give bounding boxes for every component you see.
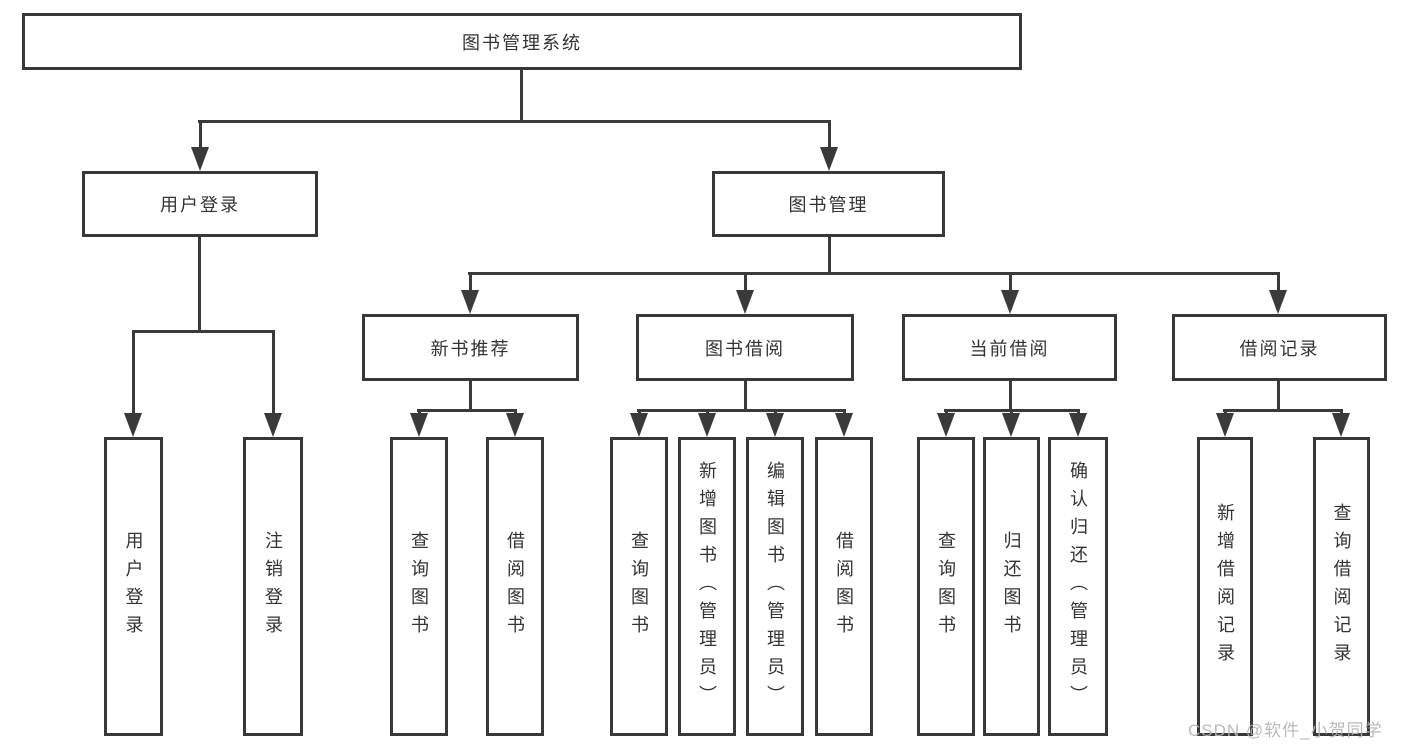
connector-vertical-line [1277,381,1280,409]
node-current-borrowing: 当前借阅 [902,314,1117,381]
node-label: 注销登录 [263,530,283,643]
node-label: 用户登录 [123,530,144,643]
node-label: 新增借阅记录 [1215,502,1235,671]
node-label: 查询图书 [409,530,429,643]
node-book-management: 图书管理 [712,171,945,237]
connector-arrow-down [820,147,838,171]
connector-horizontal-line [132,330,274,333]
node-new-book-recommendation: 新书推荐 [362,314,579,381]
node-label: 确认归还（管理员） [1068,460,1088,713]
connector-horizontal-line [637,409,846,412]
leaf-query-books-borrow: 查询图书 [610,437,668,736]
node-label: 用户登录 [160,195,240,215]
leaf-add-book-admin: 新增图书（管理员） [678,437,736,736]
node-label: 当前借阅 [969,338,1050,359]
connector-arrow-down [1069,413,1087,437]
connector-drop-line [272,330,275,419]
connector-arrow-down [264,413,282,437]
connector-arrow-down [461,290,479,314]
leaf-confirm-return-admin: 确认归还（管理员） [1048,437,1108,736]
connector-horizontal-line [198,120,831,123]
node-label: 新增图书（管理员） [697,460,717,713]
leaf-borrow-books-borrow: 借阅图书 [815,437,873,736]
connector-vertical-line [520,70,523,120]
connector-arrow-down [1001,290,1019,314]
node-label: 查询图书 [629,530,649,643]
connector-arrow-down [124,413,142,437]
leaf-return-book: 归还图书 [983,437,1040,736]
connector-vertical-line [198,237,201,330]
connector-arrow-down [698,413,716,437]
node-label: 归还图书 [1001,530,1022,643]
node-label: 图书管理系统 [462,32,582,53]
leaf-query-borrow-record: 查询借阅记录 [1313,437,1370,736]
connector-vertical-line [1009,381,1012,409]
connector-drop-line [199,120,202,153]
node-user-login: 用户登录 [82,171,318,237]
leaf-logout: 注销登录 [243,437,303,736]
leaf-add-borrow-record: 新增借阅记录 [1197,437,1253,736]
node-label: 借阅记录 [1239,338,1320,359]
node-label: 查询图书 [936,530,956,643]
connector-arrow-down [630,413,648,437]
leaf-query-books-recommend: 查询图书 [390,437,448,736]
node-label: 借阅图书 [834,530,854,643]
node-label: 编辑图书（管理员） [765,460,785,713]
node-book-borrowing: 图书借阅 [636,314,854,381]
watermark: CSDN @软件_小贺同学 [1188,721,1383,740]
connector-arrow-down [1216,413,1234,437]
connector-drop-line [132,330,135,419]
connector-horizontal-line [468,272,1280,275]
leaf-user-login: 用户登录 [104,437,163,736]
leaf-edit-book-admin: 编辑图书（管理员） [746,437,804,736]
connector-drop-line [828,120,831,153]
node-label: 新书推荐 [430,338,511,359]
connector-arrow-down [1002,413,1020,437]
connector-arrow-down [506,413,524,437]
node-label: 借阅图书 [505,530,525,643]
connector-horizontal-line [1223,409,1343,412]
connector-drop-line [744,272,747,296]
connector-arrow-down [766,413,784,437]
connector-arrow-down [191,147,209,171]
connector-drop-line [1277,272,1280,296]
connector-arrow-down [1269,290,1287,314]
node-label: 图书管理 [788,195,869,215]
leaf-borrow-books-recommend: 借阅图书 [486,437,544,736]
connector-arrow-down [835,413,853,437]
connector-horizontal-line [417,409,516,412]
connector-arrow-down [937,413,955,437]
connector-drop-line [469,272,472,296]
connector-arrow-down [736,290,754,314]
node-library-management-system: 图书管理系统 [22,13,1022,70]
connector-vertical-line [744,381,747,409]
connector-vertical-line [828,237,831,272]
connector-arrow-down [1332,413,1350,437]
connector-arrow-down [410,413,428,437]
connector-vertical-line [469,381,472,409]
node-label: 图书借阅 [705,338,785,359]
node-label: 查询借阅记录 [1331,502,1352,671]
connector-drop-line [1009,272,1012,296]
leaf-query-books-current: 查询图书 [917,437,975,736]
node-borrowing-records: 借阅记录 [1172,314,1387,381]
